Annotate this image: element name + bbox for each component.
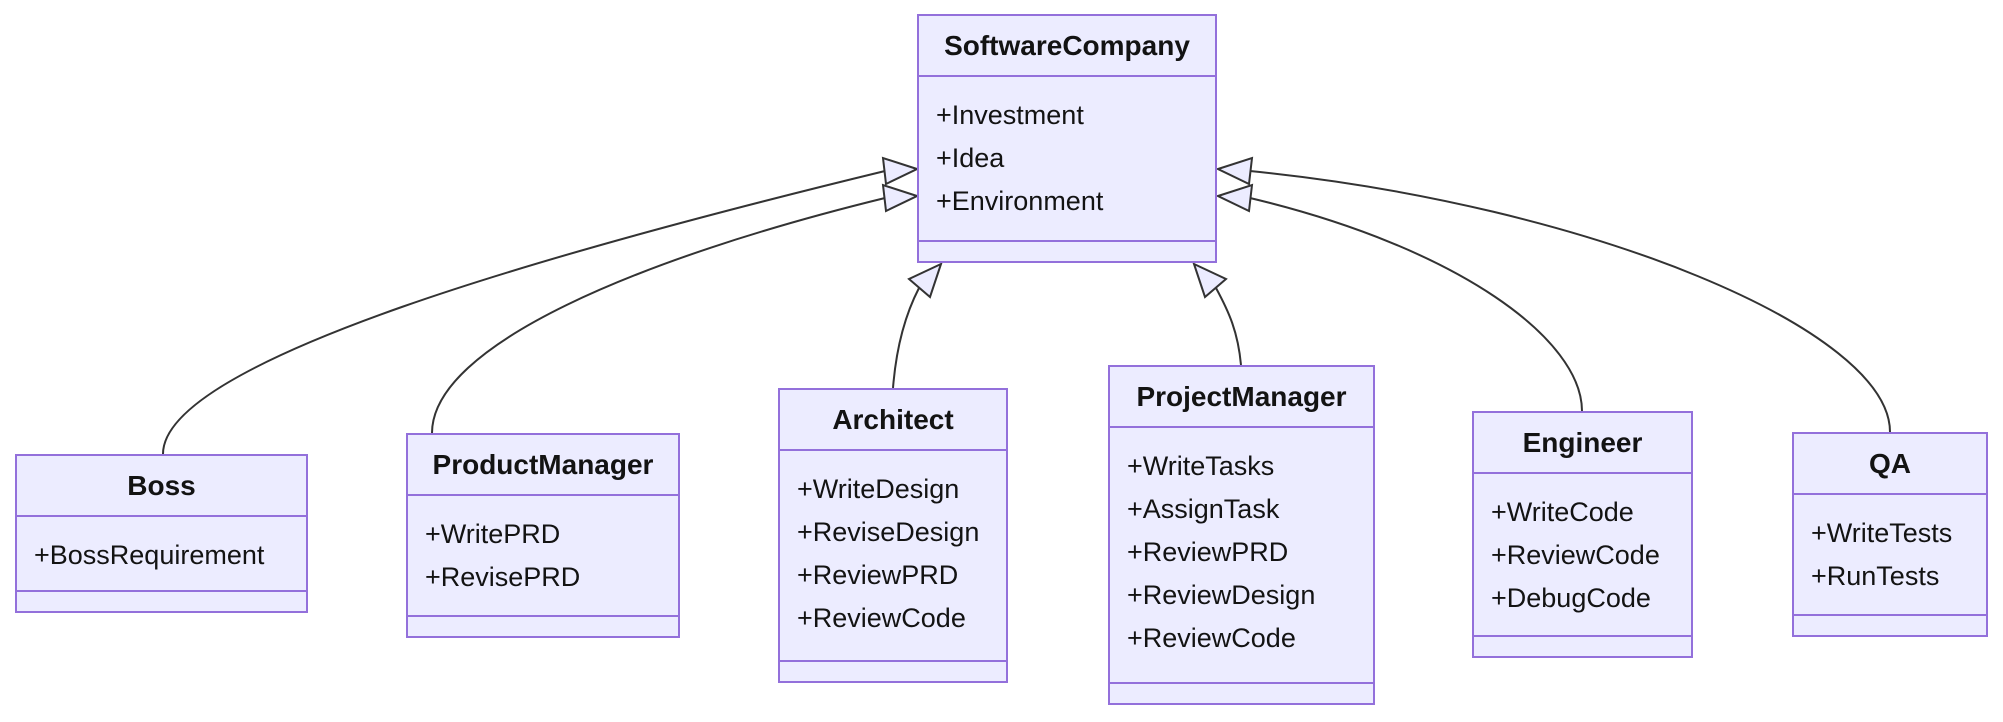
attribute-row: +BossRequirement bbox=[34, 540, 265, 570]
inheritance-arrowhead-boss bbox=[881, 156, 920, 186]
edge-qa-softwarecompany bbox=[1249, 170, 1891, 433]
inheritance-arrowhead-architect bbox=[907, 262, 943, 299]
class-box-qa: QA +WriteTests +RunTests bbox=[1792, 432, 1988, 637]
class-attributes: +BossRequirement bbox=[17, 517, 306, 590]
attribute-row: +Investment bbox=[936, 100, 1084, 130]
class-title: ProjectManager bbox=[1110, 367, 1373, 428]
class-methods-empty bbox=[1794, 614, 1986, 635]
class-box-boss: Boss +BossRequirement bbox=[15, 454, 308, 613]
attribute-row: +WriteCode bbox=[1491, 497, 1634, 527]
inheritance-arrowhead-productmanager bbox=[881, 183, 920, 213]
attribute-row: +Environment bbox=[936, 186, 1104, 216]
class-attributes: +WriteTests +RunTests bbox=[1794, 495, 1986, 614]
class-methods-empty bbox=[919, 240, 1215, 261]
class-attributes: +WriteCode +ReviewCode +DebugCode bbox=[1474, 474, 1691, 635]
class-box-architect: Architect +WriteDesign +ReviseDesign +Re… bbox=[778, 388, 1008, 683]
class-methods-empty bbox=[1110, 682, 1373, 703]
attribute-row: +ReviewPRD bbox=[797, 560, 959, 590]
inheritance-arrowhead-engineer bbox=[1215, 183, 1254, 213]
attribute-row: +ReviewDesign bbox=[1127, 580, 1316, 610]
attribute-row: +ReviewPRD bbox=[1127, 537, 1289, 567]
inheritance-arrowhead-projectmanager bbox=[1192, 262, 1228, 299]
class-attributes: +WritePRD +RevisePRD bbox=[408, 496, 678, 615]
attribute-row: +ReviewCode bbox=[797, 603, 966, 633]
attribute-row: +WriteTests bbox=[1811, 518, 1953, 548]
attribute-row: +ReviseDesign bbox=[797, 517, 980, 547]
class-methods-empty bbox=[17, 590, 306, 611]
attribute-row: +WritePRD bbox=[425, 519, 561, 549]
class-title: SoftwareCompany bbox=[919, 16, 1215, 77]
attribute-row: +ReviewCode bbox=[1491, 540, 1660, 570]
edge-boss-softwarecompany bbox=[162, 170, 886, 455]
attribute-row: +Idea bbox=[936, 143, 1005, 173]
attribute-row: +WriteDesign bbox=[797, 474, 960, 504]
edge-projectmanager-softwarecompany bbox=[1215, 287, 1242, 366]
edge-architect-softwarecompany bbox=[892, 287, 920, 389]
class-title: Architect bbox=[780, 390, 1006, 451]
attribute-row: +ReviewCode bbox=[1127, 623, 1296, 653]
attribute-row: +RunTests bbox=[1811, 561, 1940, 591]
class-attributes: +WriteTasks +AssignTask +ReviewPRD +Revi… bbox=[1110, 428, 1373, 682]
class-title: Engineer bbox=[1474, 413, 1691, 474]
inheritance-arrowhead-qa bbox=[1215, 156, 1254, 186]
class-box-software-company: SoftwareCompany +Investment +Idea +Envir… bbox=[917, 14, 1217, 263]
class-title: QA bbox=[1794, 434, 1986, 495]
attribute-row: +AssignTask bbox=[1127, 494, 1280, 524]
class-box-engineer: Engineer +WriteCode +ReviewCode +DebugCo… bbox=[1472, 411, 1693, 658]
attribute-row: +RevisePRD bbox=[425, 562, 581, 592]
class-box-project-manager: ProjectManager +WriteTasks +AssignTask +… bbox=[1108, 365, 1375, 705]
attribute-row: +DebugCode bbox=[1491, 583, 1651, 613]
class-attributes: +WriteDesign +ReviseDesign +ReviewPRD +R… bbox=[780, 451, 1006, 660]
class-title: ProductManager bbox=[408, 435, 678, 496]
class-methods-empty bbox=[408, 615, 678, 636]
attribute-row: +WriteTasks bbox=[1127, 451, 1275, 481]
edge-engineer-softwarecompany bbox=[1249, 197, 1583, 412]
class-methods-empty bbox=[1474, 635, 1691, 656]
class-methods-empty bbox=[780, 660, 1006, 681]
class-box-product-manager: ProductManager +WritePRD +RevisePRD bbox=[406, 433, 680, 638]
class-attributes: +Investment +Idea +Environment bbox=[919, 77, 1215, 240]
class-title: Boss bbox=[17, 456, 306, 517]
edge-productmanager-softwarecompany bbox=[431, 197, 886, 434]
